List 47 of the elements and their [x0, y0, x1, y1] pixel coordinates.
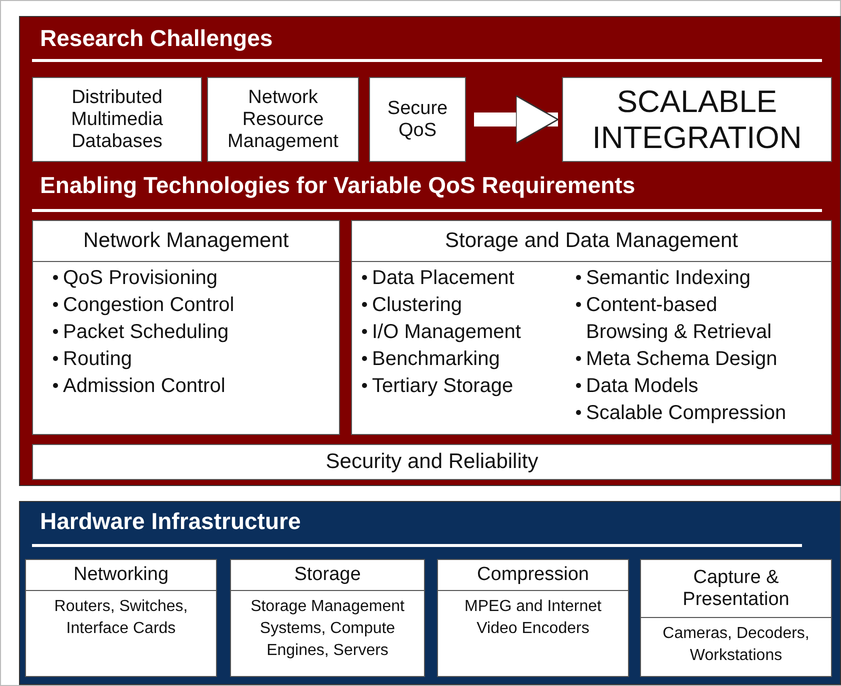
challenge-box	[32, 77, 202, 162]
section-heading: Enabling Technologies for Variable QoS Requirements	[40, 172, 636, 199]
challenge-box	[207, 77, 359, 162]
hardware-box	[25, 559, 217, 677]
panel-heading: Storage and Data Management	[352, 221, 831, 262]
list-item: Data Models	[586, 375, 698, 397]
research-panel	[19, 16, 841, 486]
section-heading: Hardware Infrastructure	[40, 508, 301, 535]
list-item: Content-based Browsing & Retrieval	[586, 294, 772, 343]
list-item: I/O Management	[372, 321, 521, 343]
list-item: Data Placement	[372, 267, 514, 289]
list-item: Scalable Compression	[586, 402, 786, 424]
technology-panel	[351, 220, 832, 435]
box-heading: Storage	[231, 560, 424, 591]
box-heading: Compression	[438, 560, 628, 591]
list-item: Meta Schema Design	[586, 348, 778, 370]
list-item: Clustering	[372, 294, 462, 316]
list-item: Routing	[63, 348, 132, 370]
box-label: SCALABLE INTEGRATION	[591, 84, 803, 156]
list-item: Semantic Indexing	[586, 267, 751, 289]
box-label: Secure QoS	[386, 98, 449, 142]
block-arrow	[474, 95, 559, 144]
integration-box	[562, 77, 832, 162]
box-label: Network Resource Management	[226, 86, 340, 152]
list-item: Tertiary Storage	[372, 375, 514, 397]
hardware-panel	[19, 501, 841, 685]
challenge-box	[369, 77, 466, 162]
box-heading: Capture & Presentation	[641, 560, 831, 618]
box-label: Security and Reliability	[324, 450, 540, 474]
panel-heading: Network Management	[33, 221, 339, 262]
hardware-box	[640, 559, 832, 677]
box-body: Cameras, Decoders, Workstations	[662, 624, 810, 666]
hardware-box	[437, 559, 629, 677]
box-label: Distributed Multimedia Databases	[70, 86, 164, 152]
list-item: Benchmarking	[372, 348, 500, 370]
hardware-box	[230, 559, 425, 677]
list-item: Packet Scheduling	[63, 321, 229, 343]
box-body: Routers, Switches, Interface Cards	[53, 597, 189, 639]
technology-panel	[32, 220, 340, 435]
box-heading: Networking	[26, 560, 216, 591]
list-item: Congestion Control	[63, 294, 234, 316]
security-bar	[32, 444, 832, 480]
box-body: MPEG and Internet Video Encoders	[464, 597, 602, 639]
list-item: Admission Control	[63, 375, 226, 397]
box-body: Storage Management Systems, Compute Engines, Servers	[250, 597, 406, 661]
section-heading: Research Challenges	[40, 25, 273, 52]
list-item: QoS Provisioning	[63, 267, 218, 289]
